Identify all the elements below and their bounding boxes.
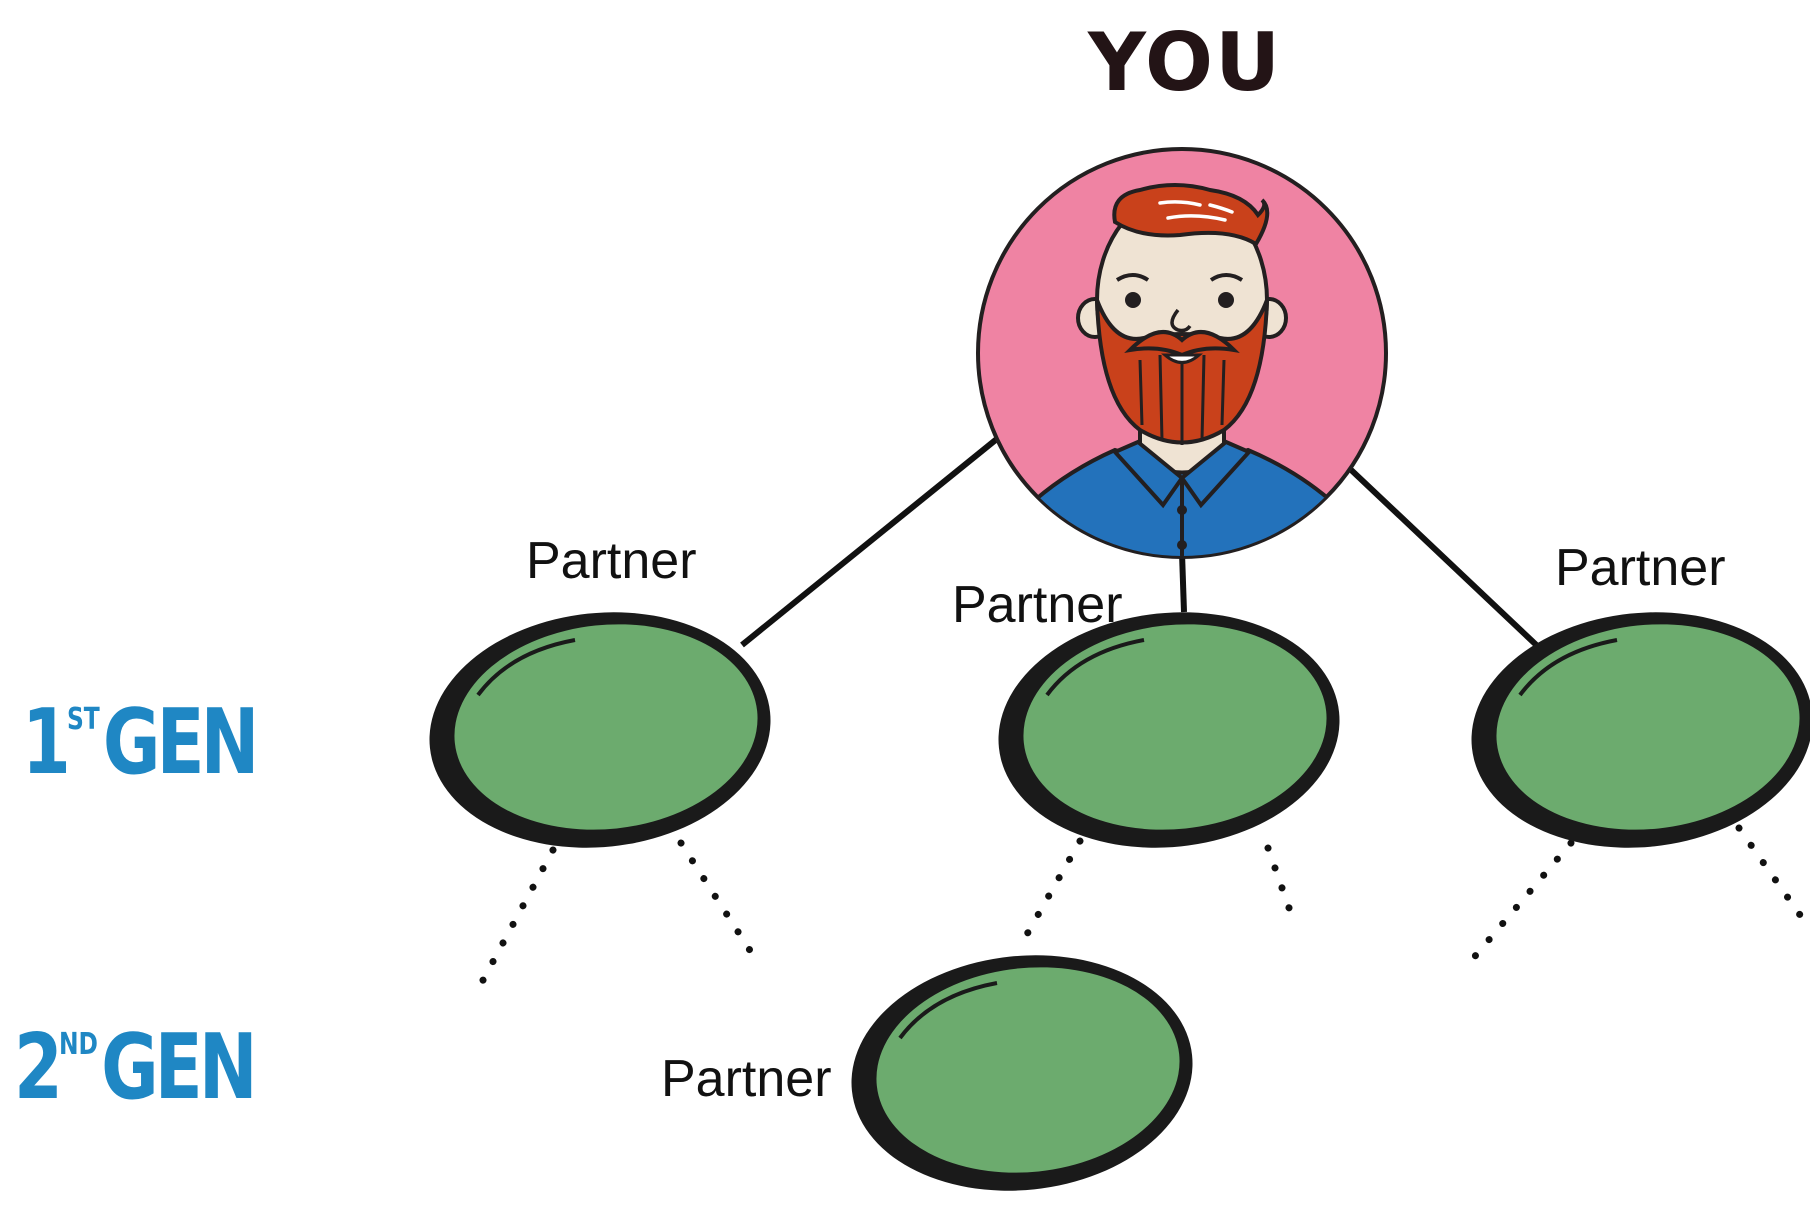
partner-label-4: Partner bbox=[661, 1050, 832, 1108]
connector-you-middle bbox=[1179, 552, 1187, 613]
partner-label-3: Partner bbox=[1555, 539, 1726, 597]
avatar bbox=[976, 147, 1388, 559]
dotted-right-a bbox=[1461, 839, 1575, 972]
connector-you-left bbox=[740, 435, 1000, 648]
gen-suffix: ST bbox=[66, 702, 100, 737]
gen-suffix: ND bbox=[58, 1027, 98, 1062]
dotted-left-a bbox=[478, 846, 557, 986]
connector-lines bbox=[740, 435, 1551, 659]
partner-node-3[interactable] bbox=[1460, 596, 1810, 864]
dotted-middle-a bbox=[1014, 837, 1084, 954]
gen-number: 1 bbox=[22, 690, 71, 795]
dotted-right-b bbox=[1735, 824, 1809, 926]
partner-node-2[interactable] bbox=[987, 596, 1352, 864]
gen-word: GEN bbox=[101, 1015, 258, 1120]
gen-label-2: 2NDGEN bbox=[14, 1015, 258, 1120]
partner-label-2: Partner bbox=[952, 576, 1123, 634]
gen-label-1: 1STGEN bbox=[22, 690, 260, 795]
dotted-connectors bbox=[478, 824, 1809, 986]
dotted-middle-b bbox=[1264, 844, 1298, 926]
gen-number: 2 bbox=[14, 1015, 63, 1120]
partner-label-1: Partner bbox=[526, 532, 697, 590]
dotted-left-b bbox=[677, 839, 764, 970]
partner-node-1[interactable] bbox=[418, 596, 783, 864]
partner-node-4[interactable] bbox=[840, 939, 1205, 1207]
connector-you-right bbox=[1345, 464, 1551, 659]
gen-word: GEN bbox=[102, 690, 260, 795]
